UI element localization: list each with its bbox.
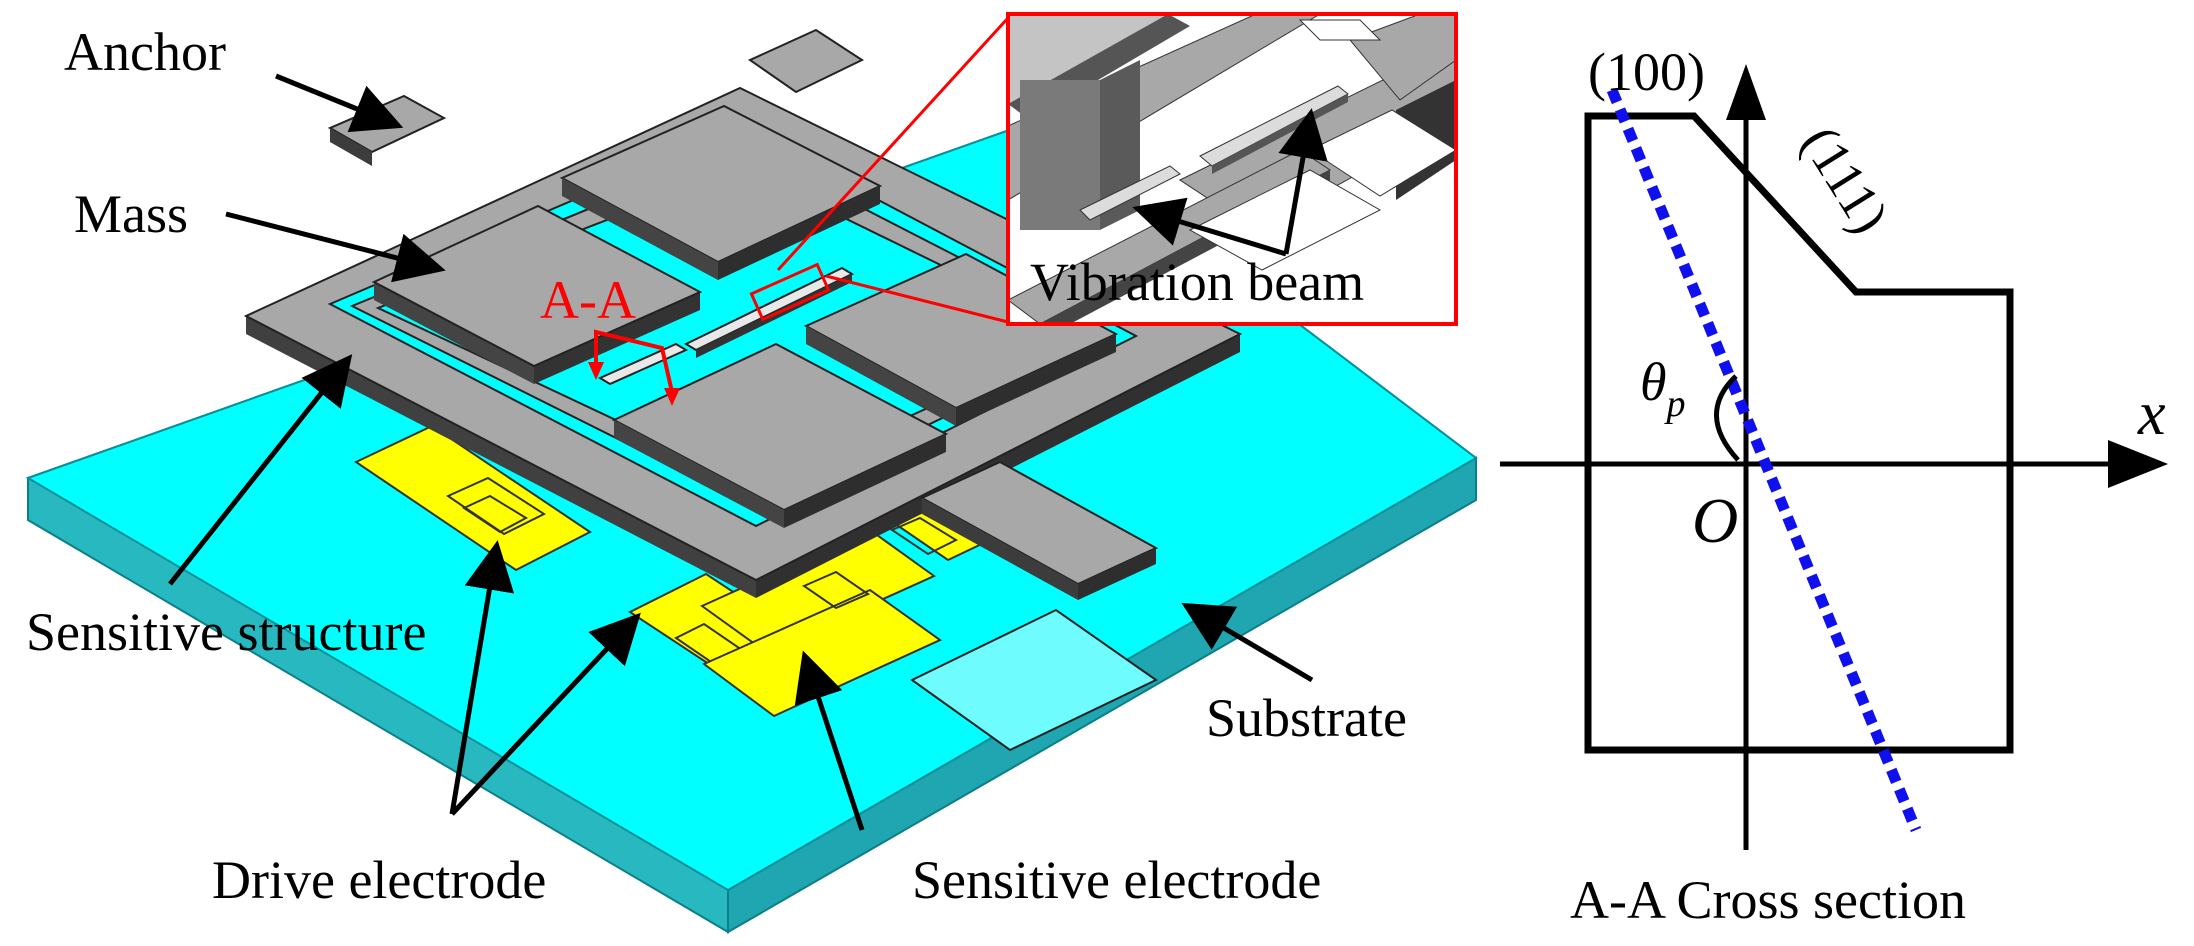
substrate-pad: [910, 608, 1158, 752]
drive-electrode-arrow-2: [450, 612, 641, 816]
label-arrows: [168, 73, 1328, 831]
zoom-connector-bottom: [825, 274, 1009, 324]
cross-section-diagram: [1500, 64, 2168, 850]
anchor-top-right: [747, 28, 865, 94]
sensitive-structure-label: Sensitive structure: [26, 602, 426, 662]
drive-electrode-arrow-1: [449, 540, 515, 815]
angle-theta-label: θp: [1640, 352, 1686, 425]
anchor-label: Anchor: [64, 22, 226, 82]
substrate-label: Substrate: [1206, 688, 1407, 748]
drive-electrode-label: Drive electrode: [212, 850, 546, 910]
vibration-beam-zoom-inset: [1008, 14, 1456, 324]
proof-mass-right: [803, 252, 1119, 426]
y-axis-arrowhead: [1726, 64, 1766, 120]
zoom-connector-top: [776, 16, 1010, 272]
aa-section-marker: [588, 262, 831, 406]
mass-label: Mass: [74, 184, 188, 244]
x-axis-label: x: [2137, 380, 2166, 448]
sensitive-electrode-label: Sensitive electrode: [912, 850, 1321, 910]
anchor-arrow: [275, 73, 404, 133]
cross-section-outline: [1584, 112, 2014, 754]
cross-section-title: A-A Cross section: [1570, 870, 1966, 930]
substrate-arrow: [1181, 602, 1314, 683]
aa-label: A-A: [540, 270, 636, 330]
mass-arrow: [225, 211, 446, 283]
x-axis-arrowhead: [2108, 440, 2168, 488]
vibration-beam-arrow-2: [1278, 108, 1328, 255]
vibration-beam-arrow-1: [1132, 197, 1287, 257]
anchor-bottom-right: [919, 460, 1159, 600]
angle-arc: [1714, 374, 1740, 462]
origin-label: O: [1692, 485, 1738, 556]
sensitive-electrode-arrow: [794, 650, 865, 831]
zoom-inset-border: [1006, 12, 1458, 326]
proof-mass-bottom: [611, 342, 949, 528]
plane-111-label: (111): [1790, 116, 1901, 244]
proof-mass-top: [559, 104, 883, 280]
plane-100-label: (100): [1588, 42, 1705, 102]
crystal-plane-100-line: [1606, 87, 1922, 833]
vibration-beam-label: Vibration beam: [1030, 252, 1364, 312]
sensitive-structure-arrow: [168, 354, 353, 586]
